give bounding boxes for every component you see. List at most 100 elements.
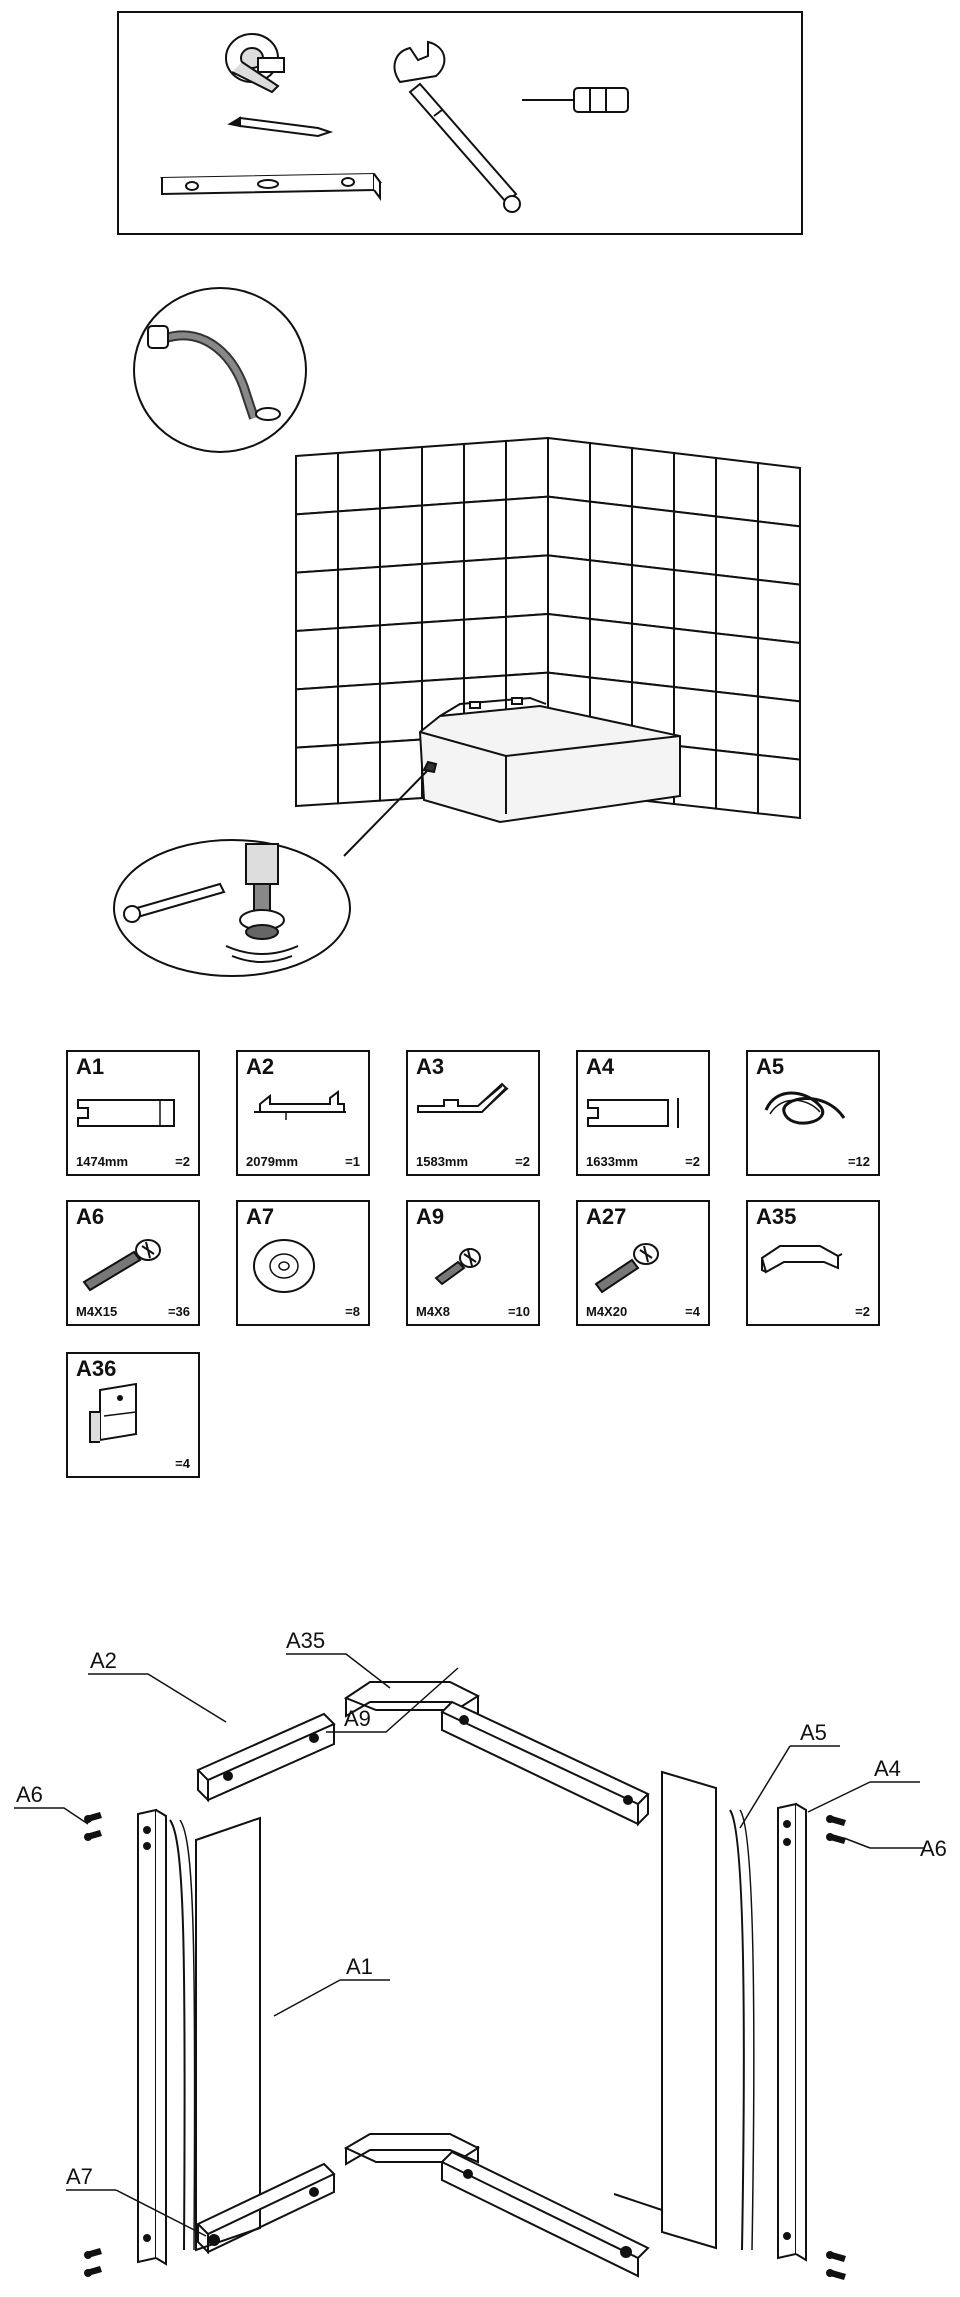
adjustable-wrench-icon (393, 40, 521, 213)
wall-tile (547, 612, 591, 679)
a6-screws-top-left (84, 1812, 102, 1841)
wall-tile (295, 451, 339, 516)
pencil-icon (227, 116, 334, 138)
profile-a4-icon (587, 1098, 679, 1128)
part-code: A1 (76, 1054, 105, 1079)
wall-tile (379, 621, 423, 685)
wall-tile (715, 456, 759, 523)
wall-tile (631, 622, 675, 689)
wall-tile (421, 618, 465, 683)
hose-detail-callout (133, 287, 307, 453)
label-a6-right: A6 (920, 1836, 947, 1861)
wall-tile (589, 617, 633, 684)
wall-tile (295, 627, 339, 691)
right-tile-wall (547, 436, 801, 820)
wall-tile (295, 685, 339, 749)
part-quantity: =2 (685, 1154, 700, 1169)
wall-tile (757, 637, 801, 703)
part-spec: M4X20 (586, 1304, 628, 1319)
bottom-left-rail (196, 2162, 336, 2255)
top-left-rail (196, 1712, 336, 1803)
hose-nut-icon (147, 325, 169, 349)
part-quantity: =36 (167, 1304, 190, 1319)
tray-installation-section (0, 270, 960, 990)
top-right-rail (440, 1700, 650, 1827)
part-quantity: =1 (345, 1154, 360, 1169)
wall-tile (337, 448, 381, 513)
wall-tile (421, 501, 465, 566)
wall-tile (715, 573, 759, 640)
wall-tile (379, 562, 423, 627)
bracket-icon (89, 1382, 137, 1443)
tray-installation-illustration (113, 287, 801, 977)
wall-tile (757, 520, 801, 586)
part-code: A6 (76, 1204, 105, 1229)
shower-tray (418, 696, 681, 824)
wall-tile (295, 510, 339, 574)
wall-tile (379, 738, 423, 802)
part-code: A2 (246, 1054, 275, 1079)
wall-tile (463, 439, 507, 504)
label-a35: A35 (286, 1628, 326, 1653)
long-screw-icon (82, 1239, 161, 1292)
callout-leaders (14, 1653, 924, 2237)
wall-tile (547, 554, 591, 620)
left-glass-panel (195, 1816, 261, 2252)
a6-screws-bottom-left (84, 2248, 102, 2277)
part-quantity: =12 (847, 1154, 870, 1169)
frame-assembly-illustration (14, 1653, 924, 2280)
label-a5: A5 (800, 1720, 827, 1745)
right-glass-panel (613, 1770, 717, 2250)
right-seal-strip (729, 1809, 745, 2251)
part-spec: 1583mm (416, 1154, 469, 1169)
profile-a1-icon (77, 1099, 175, 1127)
part-spec: 2079mm (246, 1154, 299, 1169)
top-corner-connector (343, 1681, 481, 1718)
wall-tile (463, 615, 507, 680)
wall-tile (715, 749, 759, 815)
part-a5: A5=12 (746, 1050, 880, 1176)
wall-tile (337, 741, 381, 805)
wall-tile (379, 445, 423, 510)
tools-illustration (117, 11, 803, 235)
part-code: A36 (76, 1356, 117, 1381)
wall-tile (715, 690, 759, 757)
part-quantity: =8 (345, 1304, 360, 1319)
wall-tile (757, 753, 801, 820)
part-a2: A2 2079mm =1 (236, 1050, 370, 1176)
part-quantity: =2 (855, 1304, 870, 1319)
wall-tile (757, 578, 801, 645)
part-a36: A36=4 (66, 1352, 200, 1478)
wall-tile (631, 505, 675, 572)
wall-tile (673, 451, 717, 518)
drain-fitting-icon (255, 407, 281, 421)
wall-tile (589, 559, 633, 625)
wall-tile (505, 612, 549, 677)
wall-tile (589, 500, 633, 567)
label-a9: A9 (344, 1706, 371, 1731)
wall-tile (379, 504, 423, 568)
wall-tile (589, 441, 633, 508)
tray-leg-icon (245, 843, 279, 885)
bottom-corner-connector (343, 2133, 481, 2166)
part-quantity: =10 (507, 1304, 530, 1319)
part-spec: 1474mm (76, 1154, 129, 1169)
part-code: A9 (416, 1204, 445, 1229)
wall-tile (295, 743, 339, 808)
wall-tile (673, 568, 717, 635)
wall-tile (757, 695, 801, 761)
part-spec: M4X15 (76, 1304, 118, 1319)
wall-tile (421, 442, 465, 507)
part-spec: 1633mm (586, 1154, 639, 1169)
a6-screws-bottom-right (826, 2251, 846, 2280)
wall-tile (505, 436, 549, 501)
wall-tile (673, 510, 717, 577)
leader-line (343, 769, 429, 857)
wall-tile (673, 627, 717, 693)
wall-tile (547, 436, 591, 503)
wall-tile (337, 624, 381, 688)
